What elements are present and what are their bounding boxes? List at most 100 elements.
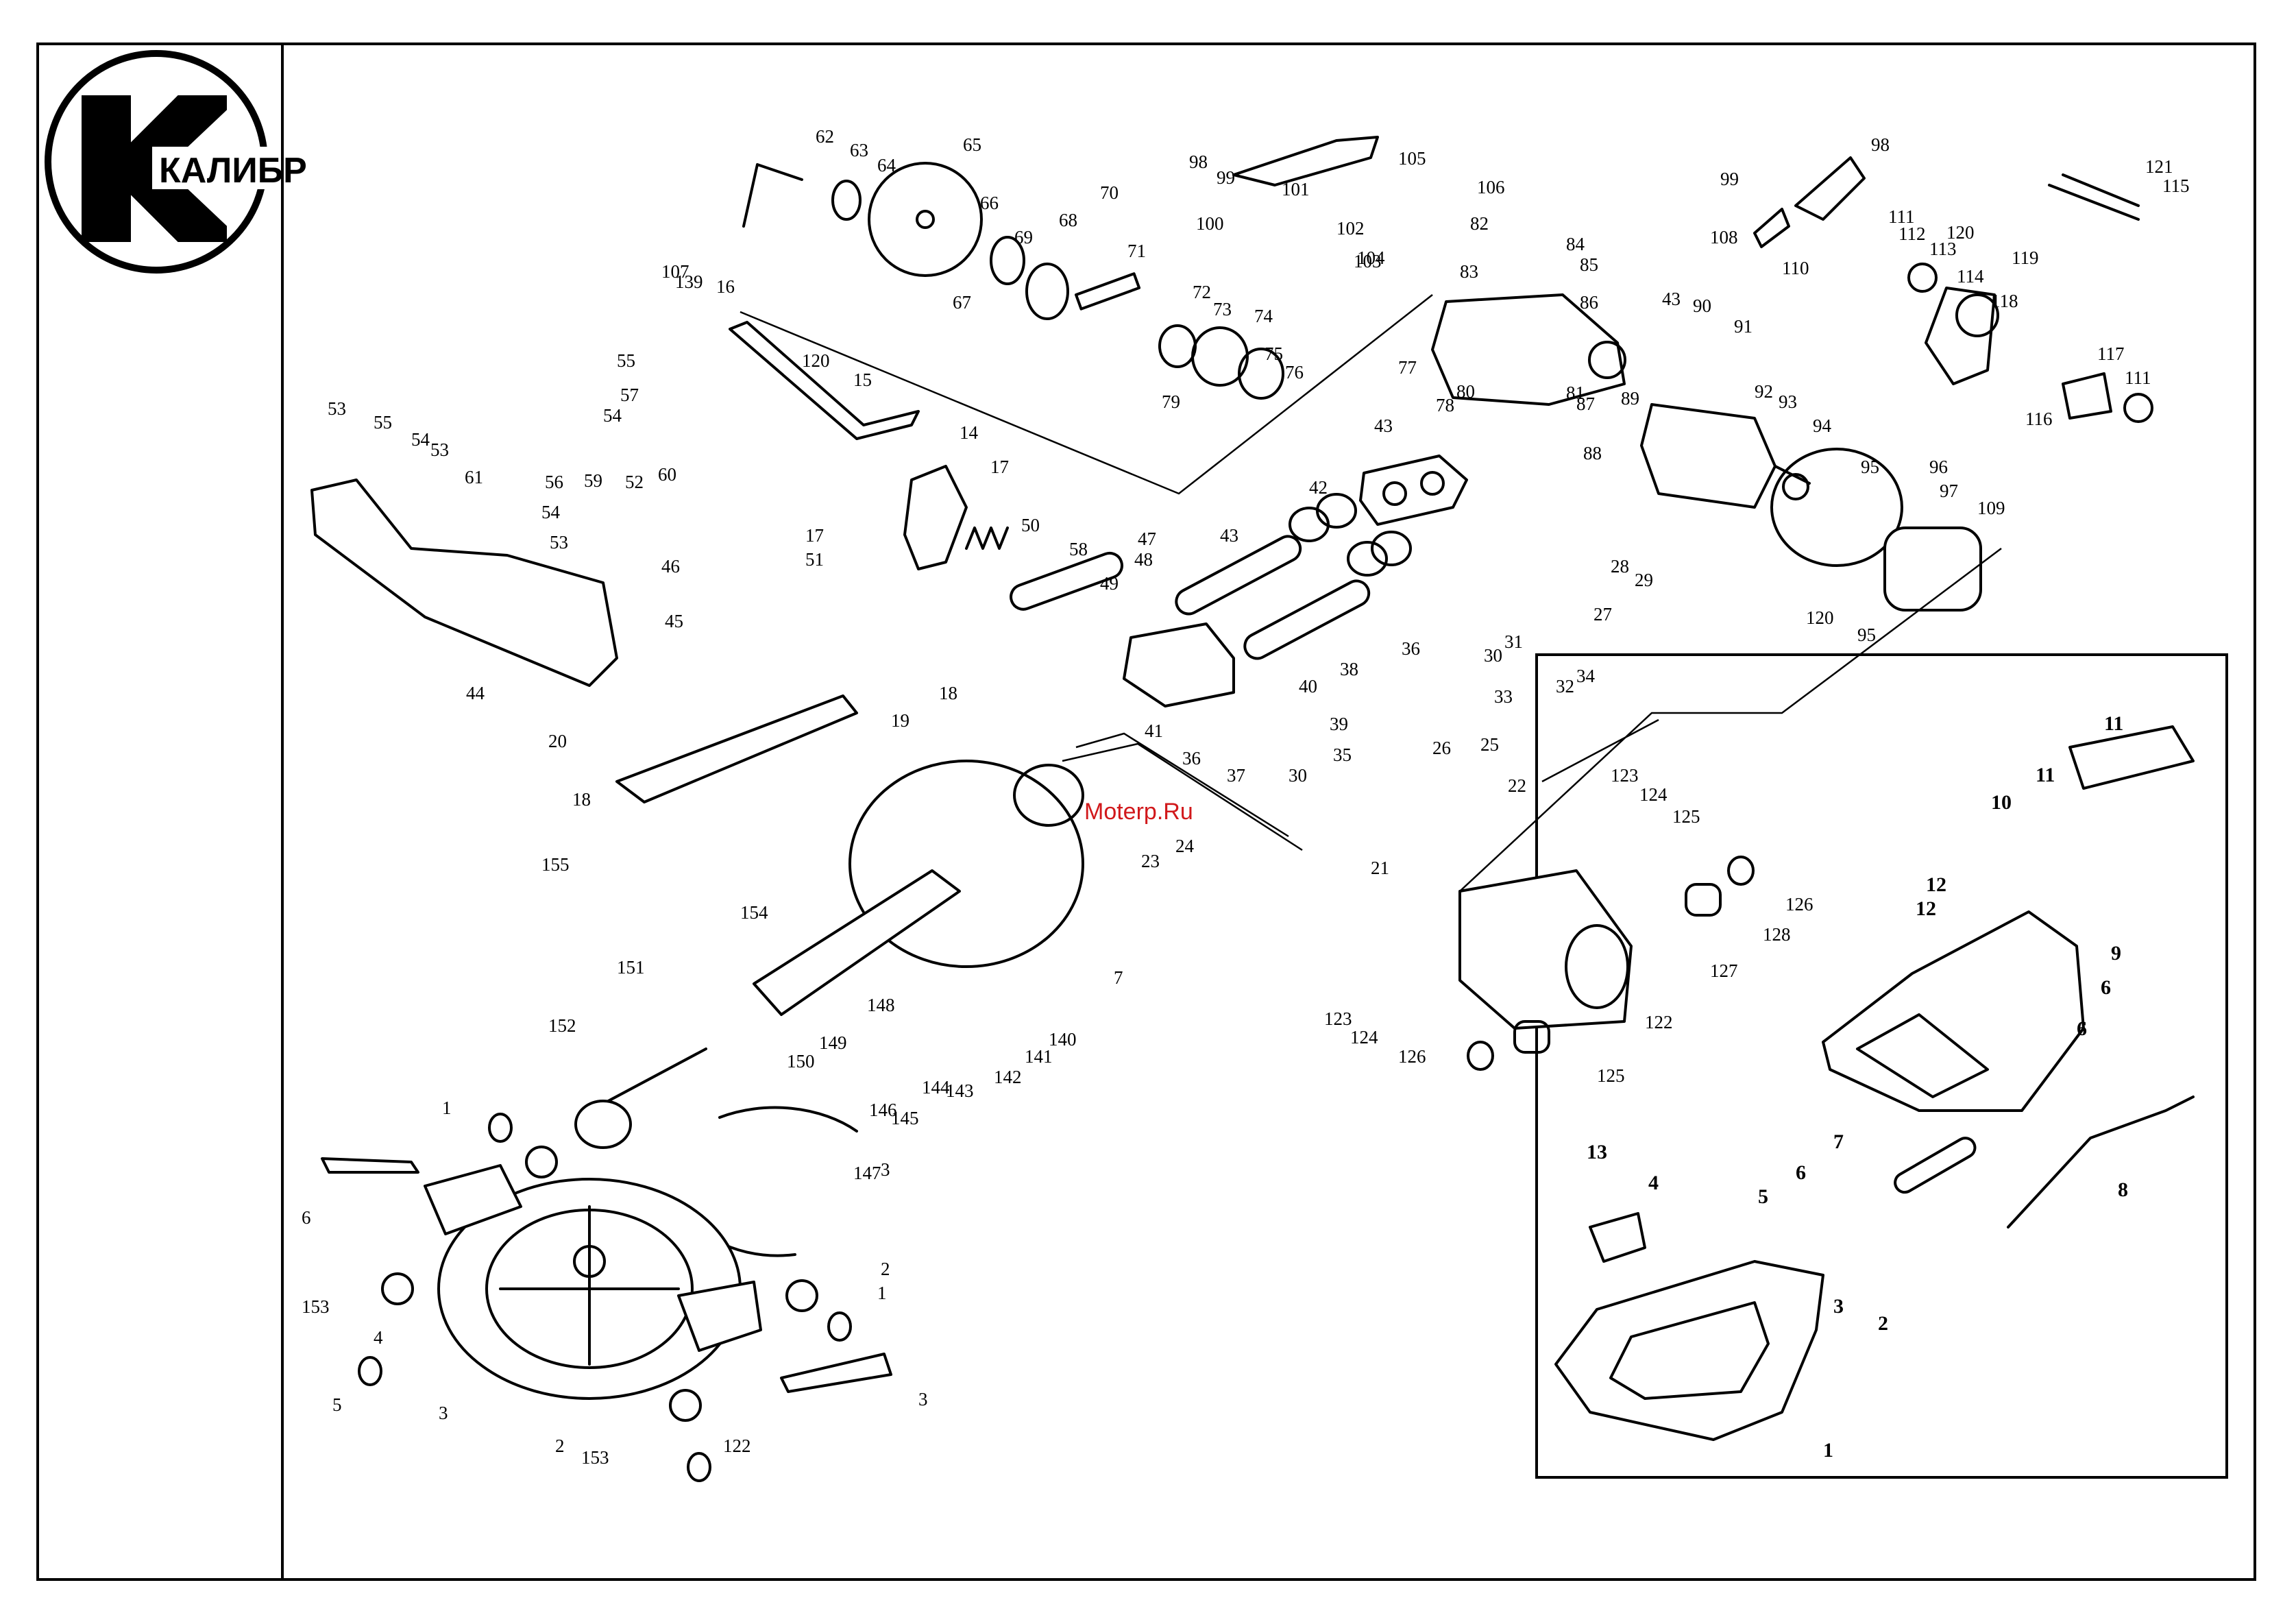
part-number-label: 145	[891, 1108, 919, 1128]
part-number-label: 148	[867, 995, 895, 1015]
part-number-label: 149	[819, 1032, 847, 1053]
part-number-label: 27	[1593, 604, 1612, 625]
part-number-label: 21	[1371, 858, 1389, 878]
part-number-label: 2	[881, 1259, 890, 1279]
part-number-label: 141	[1025, 1046, 1053, 1067]
part-number-label: 98	[1871, 134, 1890, 155]
assembly-lines	[740, 294, 2002, 892]
part-number-label: 143	[946, 1080, 974, 1101]
part-number-label: 110	[1782, 258, 1809, 278]
part-number-label: 54	[541, 502, 561, 522]
part-number-label: 35	[1333, 745, 1352, 765]
part-number-label: 18	[939, 683, 957, 703]
part-number-label: 124	[1350, 1027, 1378, 1048]
part-number-label: 25	[1480, 734, 1499, 755]
part-number-label: 65	[963, 134, 981, 155]
part-number-label: 8	[2118, 1178, 2128, 1201]
part-number-label: 95	[1861, 457, 1879, 477]
part-number-label: 88	[1583, 443, 1602, 463]
part-number-label: 101	[1282, 179, 1310, 199]
part-number-label: 142	[994, 1067, 1022, 1087]
part-number-label: 54	[603, 405, 622, 426]
part-number-label: 80	[1456, 381, 1475, 402]
part-number-label: 87	[1576, 394, 1595, 414]
part-number-label: 14	[960, 422, 979, 443]
part-number-label: 77	[1398, 357, 1417, 378]
part-number-label: 153	[581, 1447, 609, 1468]
part-number-label: 98	[1189, 152, 1208, 172]
part-number-label: 94	[1813, 415, 1832, 436]
part-number-label: 90	[1693, 295, 1711, 316]
part-number-label: 67	[953, 292, 971, 313]
part-number-label: 120	[802, 350, 830, 371]
part-number-label: 1	[877, 1283, 887, 1303]
part-number-label: 26	[1432, 738, 1451, 758]
part-number-label: 31	[1504, 631, 1523, 652]
part-number-label: 4	[374, 1327, 383, 1348]
part-number-label: 108	[1710, 227, 1738, 247]
part-number-label: 55	[617, 350, 635, 371]
part-number-label: 12	[1916, 897, 1936, 920]
part-number-label: 43	[1374, 415, 1393, 436]
part-number-label: 9	[2111, 942, 2121, 965]
part-number-label: 55	[374, 412, 392, 433]
part-number-label: 127	[1710, 960, 1738, 981]
part-number-label: 13	[1587, 1141, 1607, 1163]
part-number-label: 151	[617, 957, 645, 978]
part-number-label: 86	[1580, 292, 1598, 313]
part-number-label: 99	[1217, 167, 1235, 188]
part-number-label: 50	[1021, 515, 1040, 535]
part-number-label: 116	[2025, 409, 2053, 429]
part-number-label: 12	[1926, 873, 1946, 896]
part-number-label: 155	[541, 854, 570, 875]
part-number-label: 11	[2036, 764, 2055, 786]
part-number-label: 121	[2145, 156, 2173, 177]
part-number-label: 5	[332, 1394, 342, 1415]
part-number-label: 6	[2077, 1017, 2087, 1040]
part-number-label: 79	[1162, 391, 1180, 412]
part-number-label: 109	[1977, 498, 2005, 518]
part-number-label: 93	[1779, 391, 1797, 412]
part-number-label: 56	[545, 472, 563, 492]
part-number-label: 64	[877, 155, 896, 175]
part-number-label: 124	[1639, 784, 1668, 805]
part-number-label: 104	[1357, 247, 1385, 268]
part-number-label: 105	[1398, 148, 1426, 169]
part-number-label: 53	[550, 532, 568, 553]
part-number-label: 1	[442, 1098, 452, 1118]
part-number-label: 3	[1833, 1295, 1844, 1318]
part-number-label: 16	[716, 276, 735, 297]
part-number-label: 102	[1336, 218, 1365, 239]
part-number-label: 10	[1991, 791, 2012, 814]
part-number-label: 2	[1878, 1312, 1888, 1335]
part-number-label: 128	[1763, 924, 1791, 945]
part-number-label: 6	[2101, 976, 2111, 999]
drawing-frame	[36, 43, 2256, 1581]
part-number-label: 71	[1127, 241, 1146, 261]
part-number-label: 125	[1597, 1065, 1625, 1086]
part-number-label: 84	[1566, 234, 1585, 254]
part-number-label: 49	[1100, 573, 1119, 594]
part-number-label: 3	[439, 1403, 448, 1423]
part-number-label: 106	[1477, 177, 1505, 197]
part-number-label: 126	[1785, 894, 1813, 915]
part-number-label: 62	[816, 126, 834, 147]
part-number-label: 63	[850, 140, 868, 160]
part-number-label: 43	[1662, 289, 1681, 309]
part-number-label: 69	[1014, 227, 1033, 247]
part-number-label: 117	[2097, 343, 2125, 364]
part-number-label: 82	[1470, 213, 1489, 234]
part-number-label: 43	[1220, 525, 1238, 546]
part-number-label: 23	[1141, 851, 1160, 871]
part-number-label: 73	[1213, 299, 1232, 319]
part-number-label: 47	[1138, 529, 1156, 549]
part-number-label: 120	[1946, 222, 1975, 243]
part-number-label: 22	[1508, 775, 1526, 796]
part-number-label: 119	[2012, 247, 2039, 268]
part-number-label: 99	[1720, 169, 1739, 189]
part-number-label: 17	[990, 457, 1009, 477]
part-number-label: 111	[1888, 206, 1915, 227]
part-number-label: 33	[1494, 686, 1513, 707]
part-number-label: 100	[1196, 213, 1224, 234]
part-number-label: 144	[922, 1077, 950, 1098]
